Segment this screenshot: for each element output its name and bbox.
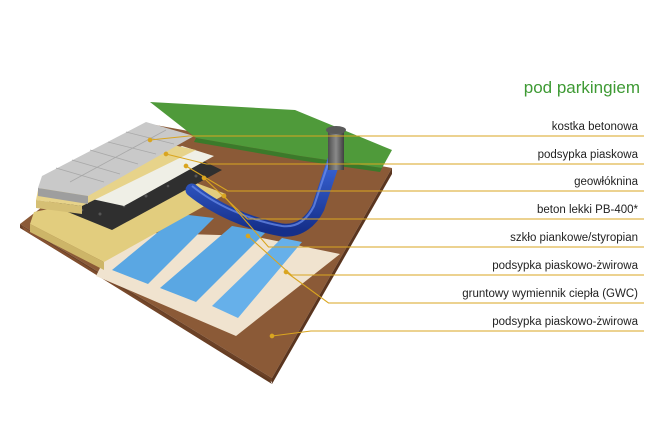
leader-anchor [164, 152, 168, 156]
leader-anchor [202, 176, 206, 180]
diagram-title: pod parkingiem [470, 78, 640, 98]
leader-anchor [284, 270, 288, 274]
layer-label: gruntowy wymiennik ciepła (GWC) [462, 287, 638, 301]
leader-anchor [222, 194, 226, 198]
leader-anchor [148, 138, 152, 142]
layer-label: podsypka piaskowa [538, 148, 638, 162]
layer-label: podsypka piaskowo-żwirowa [492, 315, 638, 329]
layer-label: kostka betonowa [552, 120, 638, 134]
layer-label: beton lekki PB-400* [537, 203, 638, 217]
leader-anchor [184, 164, 188, 168]
layer-label: podsypka piaskowo-żwirowa [492, 259, 638, 273]
leader-anchor [246, 234, 250, 238]
layer-label: szkło piankowe/styropian [510, 231, 638, 245]
leader-anchor [270, 334, 274, 338]
chimney-cap [326, 126, 346, 134]
leader-line [272, 331, 644, 336]
layer-label: geowłóknina [574, 175, 638, 189]
